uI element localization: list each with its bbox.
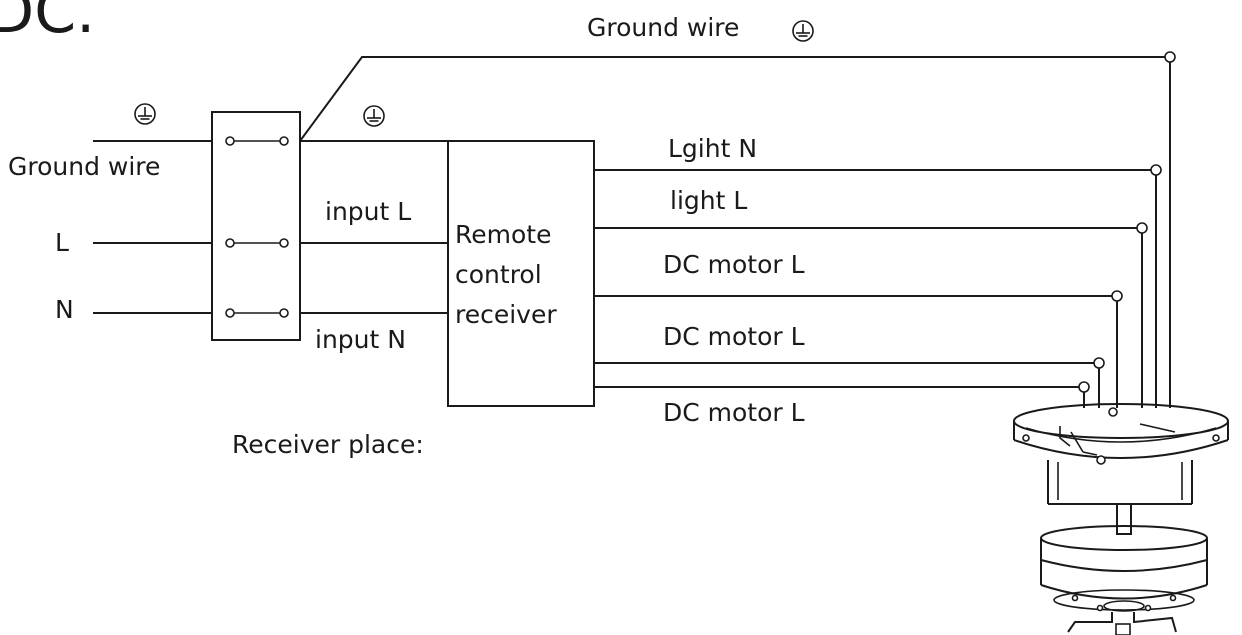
input-n-label: input N [315, 325, 406, 354]
ground-icon [134, 103, 156, 125]
terminal-l [225, 238, 289, 248]
dc-motor-label-3: DC motor L [663, 398, 805, 427]
terminal-block [211, 111, 301, 341]
heading-fragment: DC. [0, 0, 95, 47]
ground-terminal-fan [1164, 51, 1176, 63]
terminal-ground [225, 136, 289, 146]
dc-motor-label-2: DC motor L [663, 322, 805, 351]
fan-motor-icon [1040, 503, 1208, 635]
remote-control-receiver [447, 140, 595, 407]
dc-motor-label-1: DC motor L [663, 250, 805, 279]
ground-icon [363, 105, 385, 127]
line-n-label: N [55, 295, 74, 324]
input-l-label: input L [325, 197, 411, 226]
light-n-label: Lgiht N [668, 134, 757, 163]
receiver-label-line1: Remote [455, 220, 551, 249]
ground-wire-top-label: Ground wire [587, 13, 739, 42]
ground-wire [299, 56, 1171, 408]
receiver-label-line3: receiver [455, 300, 557, 329]
receiver-label-line2: control [455, 260, 542, 289]
fan-canopy-icon [1013, 403, 1229, 505]
ground-wire-left-label: Ground wire [8, 152, 160, 181]
light-l-label: light L [670, 186, 747, 215]
line-l-label: L [55, 228, 69, 257]
receiver-place-label: Receiver place: [232, 430, 424, 459]
ground-icon [792, 20, 814, 42]
terminal-n [225, 308, 289, 318]
dc-motor-wire-1 [594, 295, 1118, 408]
